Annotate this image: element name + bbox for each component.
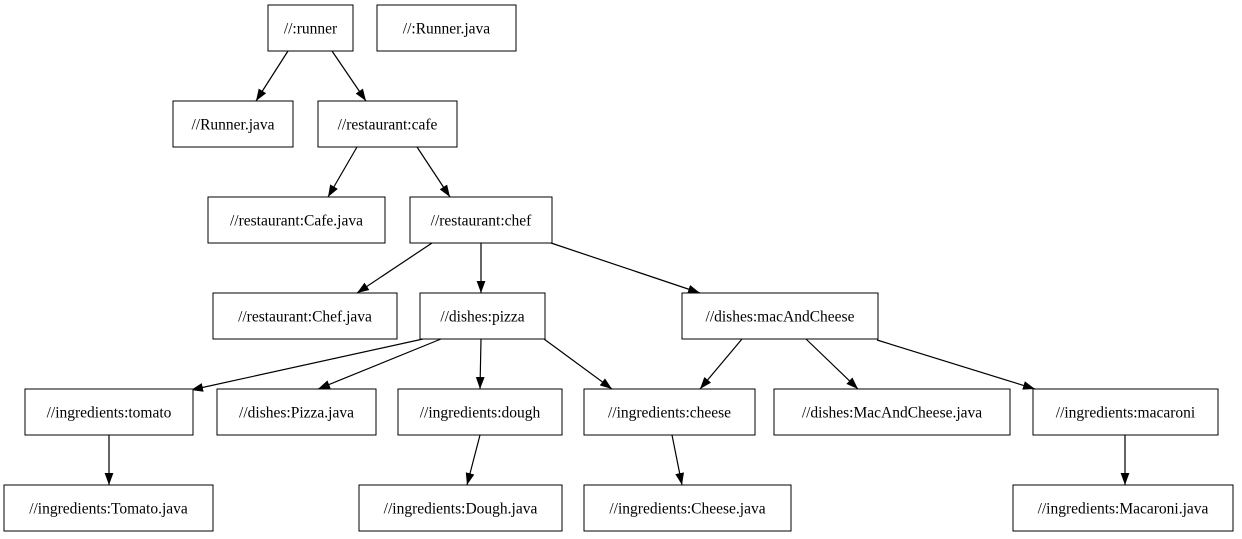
graph-node-cafe-java: //restaurant:Cafe.java — [207, 196, 386, 244]
node-label-chef: //restaurant:chef — [431, 213, 533, 230]
graph-node-tomato-java: //ingredients:Tomato.java — [3, 484, 214, 532]
edge-pizza-to-cheese — [543, 338, 613, 390]
node-label-macaroni: //ingredients:macaroni — [1056, 405, 1196, 422]
graph-node-pizza-java: //dishes:Pizza.java — [216, 388, 377, 436]
graph-node-dough: //ingredients:dough — [397, 388, 563, 436]
graph-node-pizza: //dishes:pizza — [419, 292, 546, 340]
edge-pizza-to-dough — [475, 338, 485, 390]
node-label-chef-java: //restaurant:Chef.java — [238, 309, 372, 326]
node-label-runner: //:runner — [284, 21, 338, 38]
edge-pizza-to-pizza-java — [317, 338, 442, 390]
node-label-macandcheese: //dishes:macAndCheese — [706, 309, 855, 326]
node-box-tomato — [24, 388, 194, 436]
edge-chef-to-macandcheese — [550, 242, 701, 294]
node-box-macandcheese — [681, 292, 879, 340]
graph-node-chef: //restaurant:chef — [409, 196, 553, 244]
graph-node-macaroni: //ingredients:macaroni — [1032, 388, 1219, 436]
graph-node-cheese-java: //ingredients:Cheese.java — [583, 484, 792, 532]
edges-layer — [104, 50, 1130, 486]
node-box-dough-java — [358, 484, 563, 532]
edge-runner-to-cafe — [331, 50, 367, 102]
edge-chef-to-chef-java — [356, 242, 433, 294]
edge-dough-to-dough-java — [465, 434, 481, 486]
node-label-pizza-java: //dishes:Pizza.java — [239, 405, 354, 422]
node-label-cafe-java: //restaurant:Cafe.java — [230, 213, 363, 230]
node-label-dough: //ingredients:dough — [420, 405, 541, 422]
node-box-pizza — [419, 292, 546, 340]
node-label-macaroni-java: //ingredients:Macaroni.java — [1038, 501, 1209, 518]
node-label-root-runner-java: //:Runner.java — [403, 21, 491, 38]
graph-node-runner: //:runner — [267, 4, 354, 52]
node-box-macandcheese-java — [773, 388, 1011, 436]
node-box-dough — [397, 388, 563, 436]
node-box-macaroni — [1032, 388, 1219, 436]
node-label-dough-java: //ingredients:Dough.java — [384, 501, 538, 518]
node-label-cheese: //ingredients:cheese — [608, 405, 731, 422]
edge-cafe-to-cafe-java — [327, 146, 358, 198]
edge-macandcheese-to-macaroni — [876, 339, 1036, 390]
node-label-cheese-java: //ingredients:Cheese.java — [609, 501, 765, 518]
node-label-macandcheese-java: //dishes:MacAndCheese.java — [802, 405, 982, 422]
graph-node-runner-java: //Runner.java — [172, 100, 294, 148]
graph-node-macandcheese: //dishes:macAndCheese — [681, 292, 879, 340]
graph-node-macaroni-java: //ingredients:Macaroni.java — [1012, 484, 1234, 532]
node-box-tomato-java — [3, 484, 214, 532]
nodes-layer: //:runner //:Runner.java //Runner.java //re… — [3, 4, 1234, 532]
edge-macandcheese-to-cheese — [699, 338, 743, 390]
node-box-root-runner-java — [376, 4, 517, 52]
graph-node-dough-java: //ingredients:Dough.java — [358, 484, 563, 532]
node-box-cafe — [317, 100, 458, 148]
node-box-chef-java — [212, 292, 398, 340]
edge-cafe-to-chef — [416, 146, 451, 198]
node-box-runner — [267, 4, 354, 52]
node-label-cafe: //restaurant:cafe — [338, 117, 438, 134]
node-box-chef — [409, 196, 553, 244]
node-label-runner-java: //Runner.java — [191, 117, 274, 134]
edge-cheese-to-cheese-java — [671, 434, 684, 486]
node-label-tomato-java: //ingredients:Tomato.java — [29, 501, 188, 518]
graph-node-tomato: //ingredients:tomato — [24, 388, 194, 436]
graph-node-macandcheese-java: //dishes:MacAndCheese.java — [773, 388, 1011, 436]
graph-node-root-runner-java: //:Runner.java — [376, 4, 517, 52]
node-label-pizza: //dishes:pizza — [440, 309, 524, 326]
node-box-cheese — [583, 388, 756, 436]
graph-node-cafe: //restaurant:cafe — [317, 100, 458, 148]
edge-runner-to-runner-java — [255, 50, 289, 102]
graph-node-chef-java: //restaurant:Chef.java — [212, 292, 398, 340]
node-box-cheese-java — [583, 484, 792, 532]
edge-macandcheese-to-macandcheese-java — [805, 338, 859, 390]
node-label-tomato: //ingredients:tomato — [47, 405, 172, 422]
node-box-cafe-java — [207, 196, 386, 244]
edge-pizza-to-tomato — [190, 338, 424, 392]
node-box-pizza-java — [216, 388, 377, 436]
node-box-macaroni-java — [1012, 484, 1234, 532]
graph-node-cheese: //ingredients:cheese — [583, 388, 756, 436]
node-box-runner-java — [172, 100, 294, 148]
